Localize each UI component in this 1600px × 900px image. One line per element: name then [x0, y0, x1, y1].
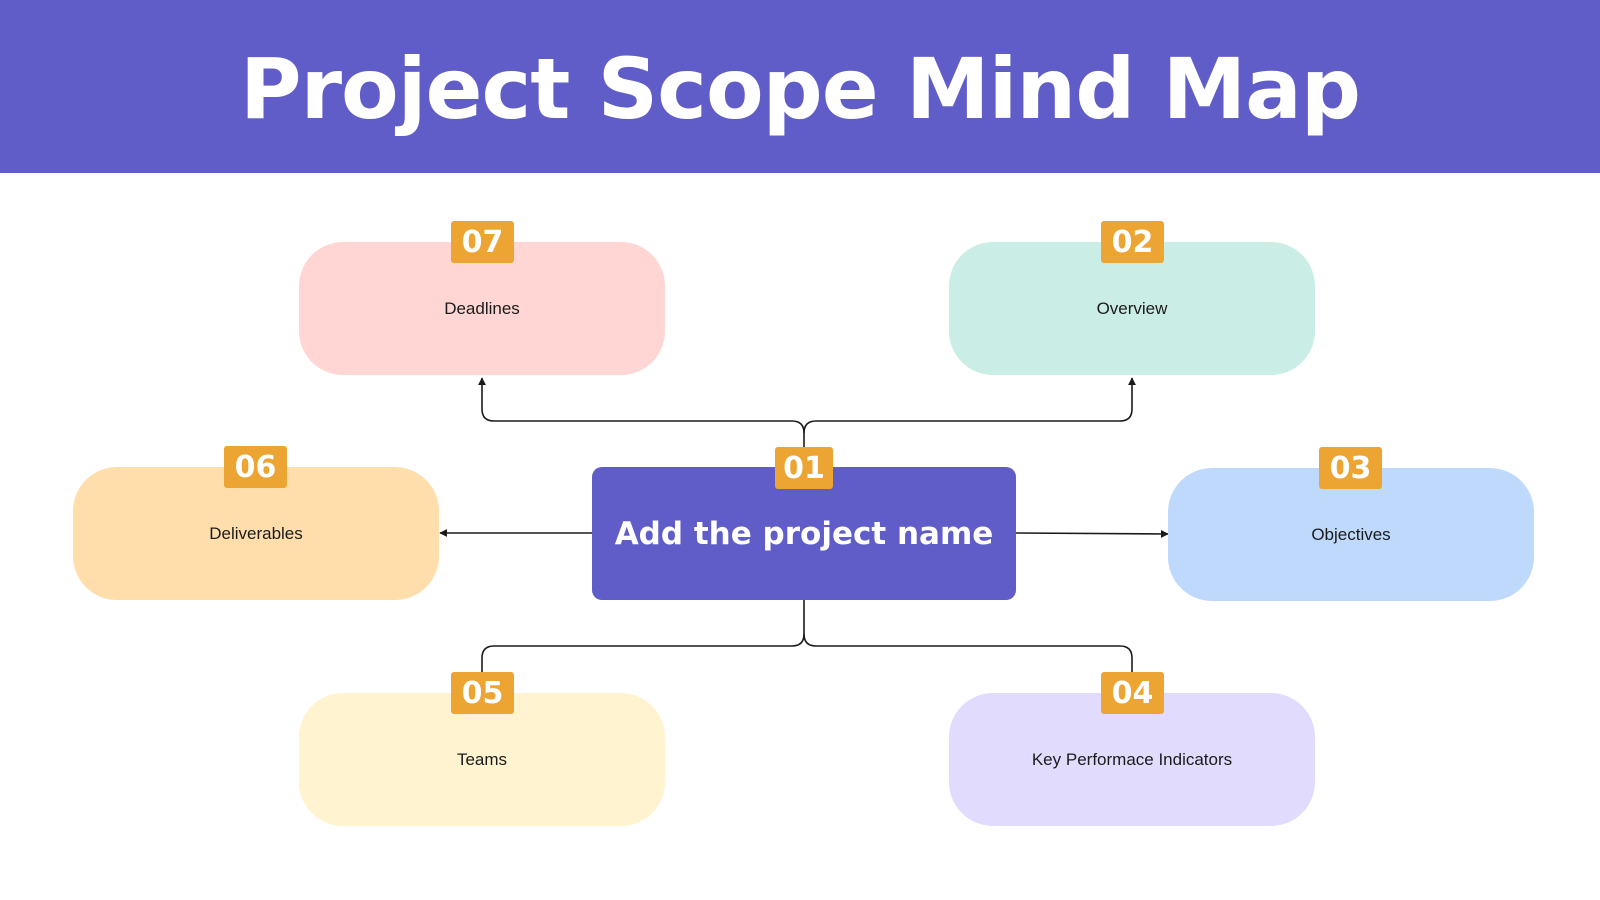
node-overview-label: Overview	[1096, 298, 1168, 318]
node-deliverables-label: Deliverables	[209, 523, 303, 543]
badge-overview-number: 02	[1101, 221, 1164, 263]
center-node-project-name: Add the project name	[592, 467, 1016, 600]
node-kpis-label: Key Performace Indicators	[1031, 749, 1233, 769]
node-deadlines-label: Deadlines	[444, 298, 520, 318]
page-title: Project Scope Mind Map	[240, 39, 1361, 138]
badge-objectives-number: 03	[1319, 447, 1382, 489]
node-objectives-label: Objectives	[1311, 524, 1391, 544]
connector-to-kpis	[803, 633, 1133, 673]
node-deadlines: Deadlines	[299, 242, 665, 375]
node-teams: Teams	[299, 693, 665, 826]
connector-to-deadlines	[478, 377, 805, 447]
node-overview: Overview	[949, 242, 1315, 375]
node-teams-label: Teams	[456, 749, 508, 769]
badge-center-number: 01	[775, 447, 833, 489]
badge-kpis-number: 04	[1101, 672, 1164, 714]
badge-deadlines-number: 07	[451, 221, 514, 263]
connector-to-objectives	[1015, 529, 1169, 538]
badge-teams-number: 05	[451, 672, 514, 714]
header-banner: Project Scope Mind Map	[0, 0, 1600, 173]
node-objectives: Objectives	[1168, 468, 1534, 601]
badge-deliverables-number: 06	[224, 446, 287, 488]
node-kpis: Key Performace Indicators	[949, 693, 1315, 826]
node-deliverables: Deliverables	[73, 467, 439, 600]
connector-to-overview	[803, 377, 1136, 434]
center-node-label: Add the project name	[614, 515, 994, 552]
connector-to-teams	[481, 600, 805, 673]
